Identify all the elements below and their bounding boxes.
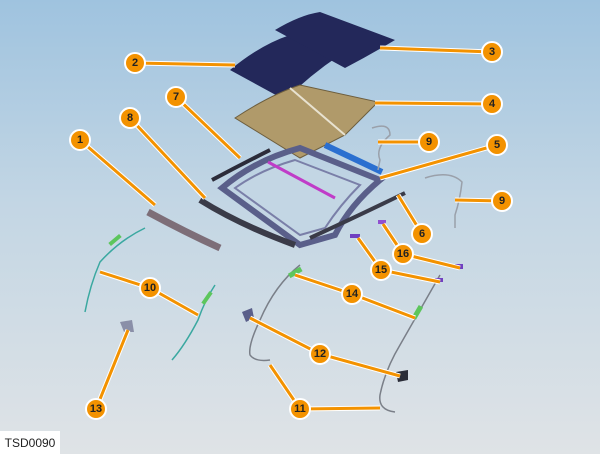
callout-7: 7 — [165, 86, 187, 108]
part-drain-hose-11b — [379, 274, 441, 413]
svg-text:16: 16 — [397, 248, 409, 260]
callout-10: 10 — [139, 277, 161, 299]
callout-3: 3 — [481, 41, 503, 63]
part-seal-6 — [309, 191, 406, 240]
callout-5: 5 — [486, 134, 508, 156]
callout-4: 4 — [481, 93, 503, 115]
callout-9b: 9 — [491, 190, 513, 212]
svg-text:11: 11 — [294, 403, 306, 415]
part-cable-9a — [371, 125, 391, 171]
part-front-glass — [230, 35, 340, 100]
part-clip-16 — [378, 220, 386, 224]
svg-text:8: 8 — [127, 112, 133, 124]
part-deflector-8 — [198, 197, 297, 248]
part-sunshade — [234, 84, 380, 159]
callout-14: 14 — [341, 283, 363, 305]
part-drain-hose-11a — [248, 264, 301, 362]
callout-9a: 9 — [418, 131, 440, 153]
callout-1: 1 — [69, 129, 91, 151]
part-bracket-13 — [120, 320, 134, 332]
callout-13: 13 — [85, 398, 107, 420]
figure-reference-label: TSD0090 — [0, 431, 60, 454]
part-clip-15 — [350, 234, 360, 238]
svg-text:10: 10 — [144, 282, 156, 294]
svg-text:4: 4 — [489, 98, 496, 110]
callout-16: 16 — [392, 243, 414, 265]
svg-text:6: 6 — [419, 228, 425, 240]
part-seal-7 — [211, 148, 271, 182]
callout-12: 12 — [309, 343, 331, 365]
part-drain-hose-left — [84, 227, 146, 313]
svg-text:14: 14 — [346, 288, 359, 300]
part-rear-glass — [275, 12, 395, 68]
svg-text:5: 5 — [494, 139, 500, 151]
svg-text:7: 7 — [173, 91, 179, 103]
svg-text:9: 9 — [499, 195, 505, 207]
svg-text:3: 3 — [489, 46, 495, 58]
svg-text:15: 15 — [375, 264, 387, 276]
svg-text:1: 1 — [77, 134, 83, 146]
part-cable-9b — [424, 174, 463, 228]
svg-text:12: 12 — [314, 348, 326, 360]
part-deflector-1 — [146, 208, 222, 252]
callout-15: 15 — [370, 259, 392, 281]
svg-text:13: 13 — [90, 403, 102, 415]
svg-text:9: 9 — [426, 136, 432, 148]
callout-6: 6 — [411, 223, 433, 245]
callout-2: 2 — [124, 52, 146, 74]
svg-text:2: 2 — [132, 57, 138, 69]
part-clip-12b — [396, 370, 408, 382]
callout-11: 11 — [289, 398, 311, 420]
callout-8: 8 — [119, 107, 141, 129]
